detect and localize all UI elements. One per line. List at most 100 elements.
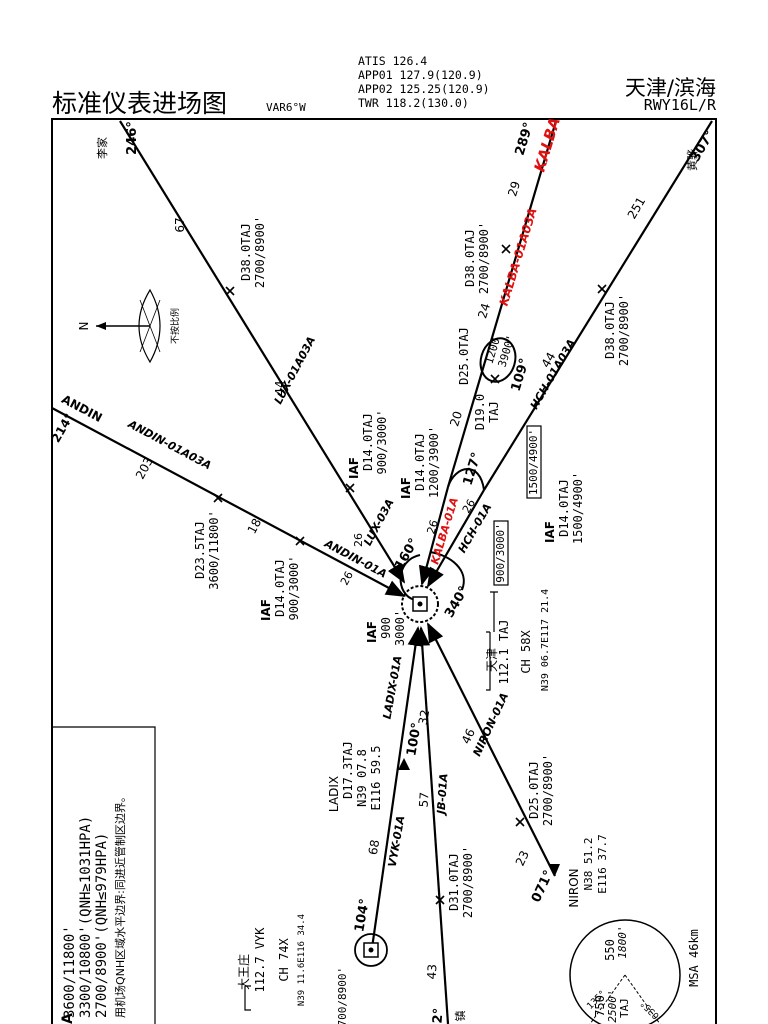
course-160: 160° (392, 536, 422, 573)
tianjin-navaid-coords: N39 06.7E117 21.4 (540, 589, 551, 691)
jb-fix-alt: 2700/8900' (461, 846, 475, 918)
msa-alt-2: 750 (593, 995, 607, 1017)
kalba-d38-alt: 2700/8900' (477, 222, 491, 294)
niron-triangle (548, 864, 560, 876)
msa-label: MSA 46km (687, 929, 701, 987)
jb-fix-name: 镇 (453, 1011, 467, 1022)
lux-seg-dist: 26 (352, 533, 365, 547)
fix-cross-lux-d38 (225, 286, 235, 296)
dawangzhuang-coords: N39 11.6E116 34.4 (297, 914, 307, 1006)
app02-frequency: APP02 125.25(120.9) (358, 82, 490, 96)
fix-cross-lux-iaf (345, 483, 355, 493)
lux-dist-inner: 44 (273, 380, 287, 395)
andin-dist-outer: 203 (133, 455, 156, 482)
hch-procedure: HCH-01A03A (528, 337, 579, 412)
kalba-d25-dist: D25.0TAJ (457, 327, 471, 385)
route-line-vyk (370, 626, 424, 949)
ladix-course: 100° (404, 722, 425, 758)
lux-fix-dist: D38.0TAJ (239, 223, 253, 281)
center-altitude-box (493, 520, 509, 586)
tianjin-navaid-freq: 112.1 TAJ (497, 619, 511, 684)
msa-bearing-2: 035° (639, 998, 661, 1020)
holding-turn-340 (429, 551, 465, 591)
kalba-iaf-alt: 1200/3900' (427, 426, 441, 498)
niron-dist-mid: 46 (459, 726, 478, 746)
fix-cross-hch-d38 (597, 284, 607, 294)
niron-lat: N38 51.2 (582, 838, 595, 891)
jb-dist-57: 57 (416, 792, 431, 808)
vyk-dist: 68 (366, 839, 382, 856)
vyk-alt: 2700/8900' (336, 967, 349, 1024)
hch-box-alt: 1500/4900' (527, 429, 540, 495)
tower-frequency: TWR 118.2(130.0) (358, 96, 469, 110)
hch-seg-dist: 26 (460, 497, 478, 516)
vor-taj-symbol (401, 585, 439, 623)
msa-alt-1-ft: 1800' (616, 925, 629, 958)
kalba-procedure: KALBA-01A03A (497, 206, 540, 307)
kalba-d19: D19.0 (473, 394, 487, 430)
lux-iaf-label: IAF (347, 457, 361, 479)
msa-ref: TAJ (618, 998, 631, 1018)
lux-bearing: 246° (125, 121, 140, 155)
msa-alt-2-ft: 2500' (606, 989, 619, 1022)
hch-fix-name: 黄骅 (685, 149, 699, 171)
course-340: 340° (442, 584, 472, 621)
dawangzhuang-freq: 112.7 VYK (253, 927, 267, 993)
hch-bearing: 307° (688, 128, 718, 165)
andin-iaf-dist: D14.0TAJ (273, 559, 287, 617)
msa-alt-1: 550 (603, 939, 617, 961)
hch-dist-mid: 44 (539, 350, 559, 370)
north-arrow-icon: N 不按比例 (77, 288, 181, 364)
chart-title: 标准仪表进场图 (52, 89, 228, 118)
fix-cross-niron-d25 (515, 817, 525, 827)
lux-iaf-dist: D14.0TAJ (361, 413, 375, 471)
route-line-kalba (446, 120, 558, 488)
dawangzhuang-channel: CH 74X (277, 938, 291, 982)
fix-cross-kalba-d25 (490, 374, 500, 384)
tianjin-bracket-side (486, 631, 491, 691)
kalba-dist-mid: 24 (475, 301, 493, 320)
center-iaf-alt-2: 3000' (393, 610, 407, 646)
kalba-dist-outer: 29 (505, 179, 523, 198)
niron-fix-alt: 2700/8900' (541, 754, 555, 826)
hch-altitude-box (526, 425, 542, 499)
notes-box (52, 726, 156, 1024)
jb-fix-dist: D31.0TAJ (447, 853, 461, 911)
lux-dist-outer: 67 (173, 217, 187, 232)
ladix-lon: E116 59.5 (369, 745, 383, 810)
route-line-jb (414, 626, 450, 1024)
holding-turn-127 (447, 468, 485, 491)
kalba-name: KALBA (530, 115, 564, 174)
route-line-andin (51, 407, 406, 597)
ladix-lat: N39 07.8 (355, 749, 369, 807)
kalba-d38-dist: D38.0TAJ (463, 229, 477, 287)
kalba-seg-dist: 26 (424, 518, 441, 535)
frequency-block: ATIS 126.4 APP01 127.9(120.9) APP02 125.… (358, 54, 490, 110)
route-line-lux (119, 120, 406, 584)
tianjin-navaid-bracket (490, 591, 498, 632)
dawangzhuang-name: 大王庄 (236, 954, 251, 990)
andin-fix-alt: 3600/11800' (207, 510, 221, 589)
route-line-hch (483, 120, 713, 491)
magnetic-variation: VAR6°W (266, 101, 306, 114)
tianjin-navaid-channel: CH 58X (519, 630, 533, 674)
kalba-dist-20: 20 (447, 409, 465, 428)
vor-vyk-symbol (354, 933, 388, 967)
jb-bearing: 2° (430, 1007, 446, 1024)
route-line-niron (427, 622, 556, 877)
hch-d38-dist: D38.0TAJ (603, 301, 617, 359)
center-iaf-label: IAF (365, 621, 379, 643)
niron-name: NIRON (567, 868, 581, 907)
route-line-kalba-final (418, 486, 450, 586)
ladix-dist: D17.3TAJ (341, 741, 355, 799)
center-iaf-alt-1: 900 (379, 617, 393, 639)
andin-seg-dist: 26 (338, 569, 356, 587)
note-line-1: 3600/11800' (62, 925, 78, 1018)
niron-dist-outer: 23 (513, 848, 532, 868)
hch-iaf-label: IAF (543, 521, 557, 543)
msa-circle (569, 919, 681, 1024)
note-line-4: 用机场QNH区域水平边界:同进近管制区边界。 (113, 791, 127, 1018)
kalba-iaf-dist: D14.0TAJ (413, 433, 427, 491)
lux-fix-name: 李家 (95, 137, 109, 159)
scale-note: 不按比例 (169, 308, 181, 344)
